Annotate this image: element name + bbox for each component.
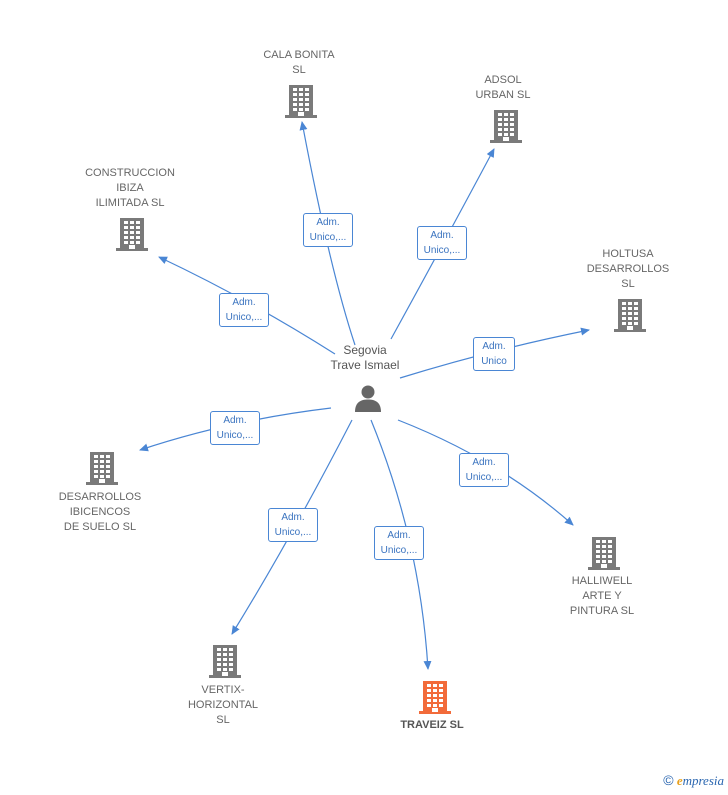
- company-label-vertix[interactable]: VERTIX- HORIZONTAL SL: [187, 684, 259, 726]
- building-icon[interactable]: [116, 216, 148, 257]
- brand-text: mpresia: [682, 773, 724, 788]
- edge-label-cala[interactable]: Adm. Unico,...: [303, 213, 353, 247]
- building-icon[interactable]: [614, 297, 646, 338]
- person-icon[interactable]: [353, 383, 383, 413]
- edge-line-cala: [299, 121, 356, 346]
- company-label-halliwell[interactable]: HALLIWELL ARTE Y PINTURA SL: [569, 575, 635, 617]
- person-name[interactable]: Segovia Trave Ismael: [330, 343, 400, 372]
- building-icon-highlighted[interactable]: [419, 679, 451, 720]
- building-icon[interactable]: [588, 535, 620, 576]
- edge-label-traveiz[interactable]: Adm. Unico,...: [374, 526, 424, 560]
- building-icon[interactable]: [490, 108, 522, 149]
- company-label-construccion[interactable]: CONSTRUCCION IBIZA ILIMITADA SL: [85, 167, 175, 209]
- company-label-holtusa[interactable]: HOLTUSA DESARROLLOS SL: [586, 248, 670, 290]
- company-label-traveiz[interactable]: TRAVEIZ SL: [400, 719, 464, 731]
- edge-label-halliwell[interactable]: Adm. Unico,...: [459, 453, 509, 487]
- empresia-copyright[interactable]: © empresia: [663, 772, 724, 789]
- edge-label-construccion[interactable]: Adm. Unico,...: [219, 293, 269, 327]
- edge-label-vertix[interactable]: Adm. Unico,...: [268, 508, 318, 542]
- company-label-desarrollos[interactable]: DESARROLLOS IBICENCOS DE SUELO SL: [58, 491, 142, 533]
- building-icon[interactable]: [86, 450, 118, 491]
- building-icon[interactable]: [209, 643, 241, 684]
- building-icon[interactable]: [285, 83, 317, 124]
- company-label-adsol[interactable]: ADSOL URBAN SL: [475, 74, 531, 101]
- company-label-cala[interactable]: CALA BONITA SL: [263, 49, 335, 76]
- brand-initial: e: [676, 773, 683, 788]
- copyright-symbol: ©: [663, 772, 674, 788]
- edge-label-holtusa[interactable]: Adm. Unico: [473, 337, 515, 371]
- edge-label-desarrollos[interactable]: Adm. Unico,...: [210, 411, 260, 445]
- edge-label-adsol[interactable]: Adm. Unico,...: [417, 226, 467, 260]
